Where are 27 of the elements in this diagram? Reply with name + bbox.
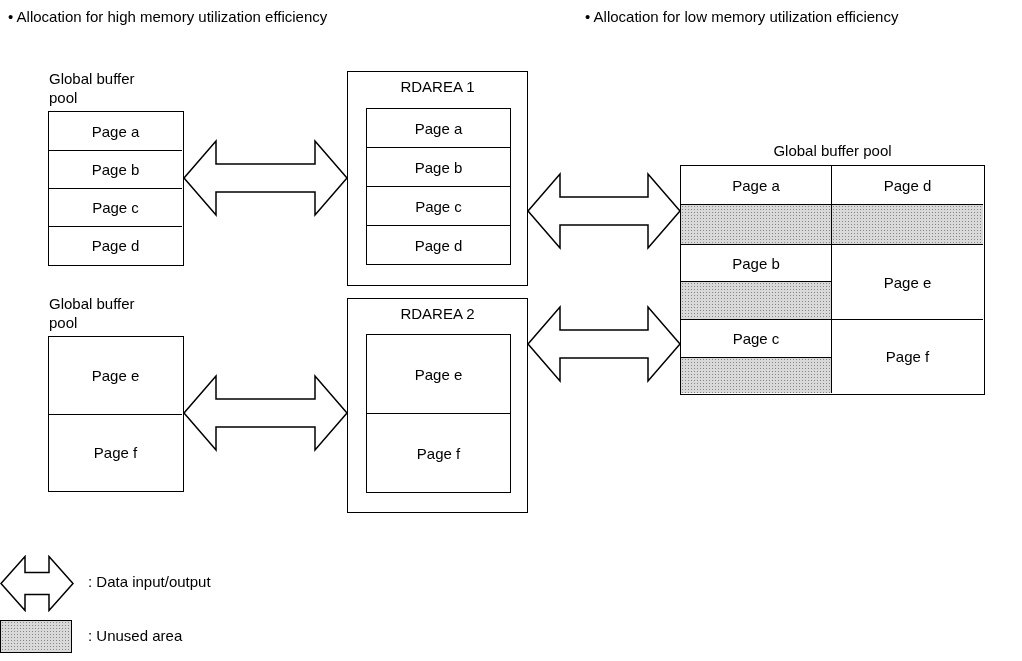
- unused-area-cell: [831, 204, 983, 244]
- page-cell: Page f: [831, 319, 983, 393]
- page-cell: Page b: [366, 147, 511, 187]
- legend-text: : Unused area: [88, 627, 183, 644]
- unused-area-cell: [681, 204, 831, 244]
- page-cell: Page f: [366, 413, 511, 493]
- unused-area-cell: [681, 281, 831, 319]
- double-arrow: [183, 139, 348, 217]
- heading-text: RDAREA 1: [400, 78, 475, 95]
- heading-text: Global buffer pool: [773, 142, 892, 159]
- heading-text: Global buffer pool: [49, 70, 136, 108]
- unused-area-cell: [681, 357, 831, 393]
- double-arrow: [183, 374, 348, 452]
- heading-text: RDAREA 2: [400, 305, 475, 322]
- page-cell: Page e: [831, 244, 983, 319]
- heading-text: Global buffer pool: [49, 295, 136, 333]
- double-arrow: [527, 305, 681, 383]
- rdarea-box: [347, 71, 528, 286]
- page-cell: Page e: [366, 334, 511, 414]
- page-cell: Page a: [366, 108, 511, 148]
- page-cell: Page d: [366, 225, 511, 265]
- rdarea-box: [347, 298, 528, 513]
- legend-text: : Data input/output: [88, 573, 211, 590]
- double-arrow: [527, 172, 681, 250]
- heading-text: • Allocation for low memory utilization efficiency: [585, 8, 899, 25]
- page-cell: Page c: [366, 186, 511, 226]
- heading-text: • Allocation for high memory utilization efficiency: [8, 8, 328, 25]
